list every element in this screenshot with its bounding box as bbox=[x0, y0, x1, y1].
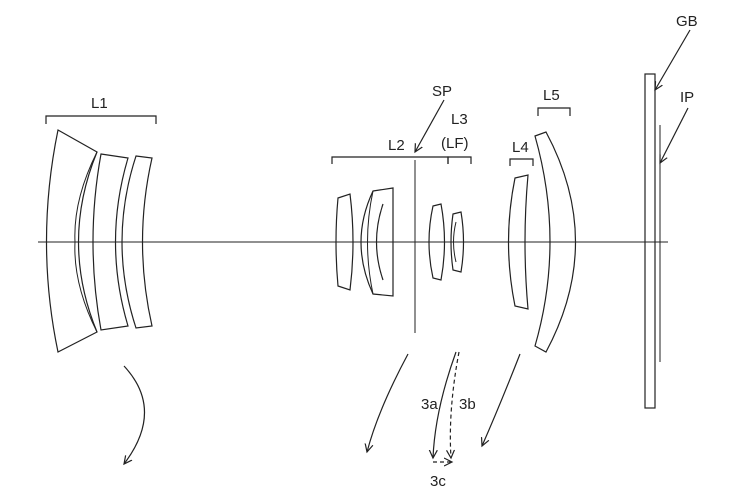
l1-element-2 bbox=[92, 153, 129, 331]
l1-bracket bbox=[45, 115, 157, 124]
sp-leader-arrow bbox=[415, 99, 445, 152]
label-gb: GB bbox=[676, 13, 698, 30]
label-ip: IP bbox=[680, 89, 694, 106]
label-l4: L4 bbox=[512, 139, 529, 156]
locus-3b bbox=[450, 351, 460, 458]
l4-element bbox=[507, 174, 529, 310]
l2-element-2 bbox=[360, 187, 394, 297]
l3-element-2-surface bbox=[453, 221, 457, 263]
label-l3: L3 bbox=[451, 111, 468, 128]
label-sp: SP bbox=[432, 83, 452, 100]
glass-block-gb bbox=[644, 73, 656, 409]
l5-element bbox=[534, 131, 577, 353]
label-3b: 3b bbox=[459, 396, 476, 413]
lens-group-l2 bbox=[331, 156, 449, 297]
l1-element-1 bbox=[45, 129, 98, 353]
label-lf: (LF) bbox=[441, 135, 469, 152]
label-l1: L1 bbox=[91, 95, 108, 112]
lens-group-l1 bbox=[45, 115, 157, 353]
l1-element-3 bbox=[121, 155, 153, 329]
gb-leader-arrow bbox=[655, 29, 691, 90]
l2-movement-locus bbox=[367, 353, 409, 452]
l3-bracket bbox=[447, 156, 472, 164]
label-l2: L2 bbox=[388, 137, 405, 154]
l3-element-2 bbox=[450, 211, 465, 273]
l2-element-3 bbox=[375, 203, 384, 281]
locus-3a bbox=[433, 351, 457, 458]
l2-bracket bbox=[331, 156, 449, 164]
lens-group-l5 bbox=[534, 107, 577, 353]
l1-movement-locus bbox=[124, 365, 145, 464]
l2-element-1 bbox=[335, 193, 354, 291]
l3-element-1 bbox=[428, 203, 446, 281]
ip-leader-arrow bbox=[660, 107, 689, 163]
lens-group-l3 bbox=[428, 156, 472, 281]
label-3a: 3a bbox=[421, 396, 438, 413]
l1-element-1-surface bbox=[74, 151, 98, 333]
lens-group-l4 bbox=[507, 158, 534, 310]
l4-movement-locus bbox=[482, 353, 521, 446]
l4-bracket bbox=[509, 158, 534, 166]
l5-bracket bbox=[537, 107, 571, 116]
l2-element-2-surface bbox=[367, 190, 374, 295]
label-3c: 3c bbox=[430, 473, 446, 490]
label-l5: L5 bbox=[543, 87, 560, 104]
